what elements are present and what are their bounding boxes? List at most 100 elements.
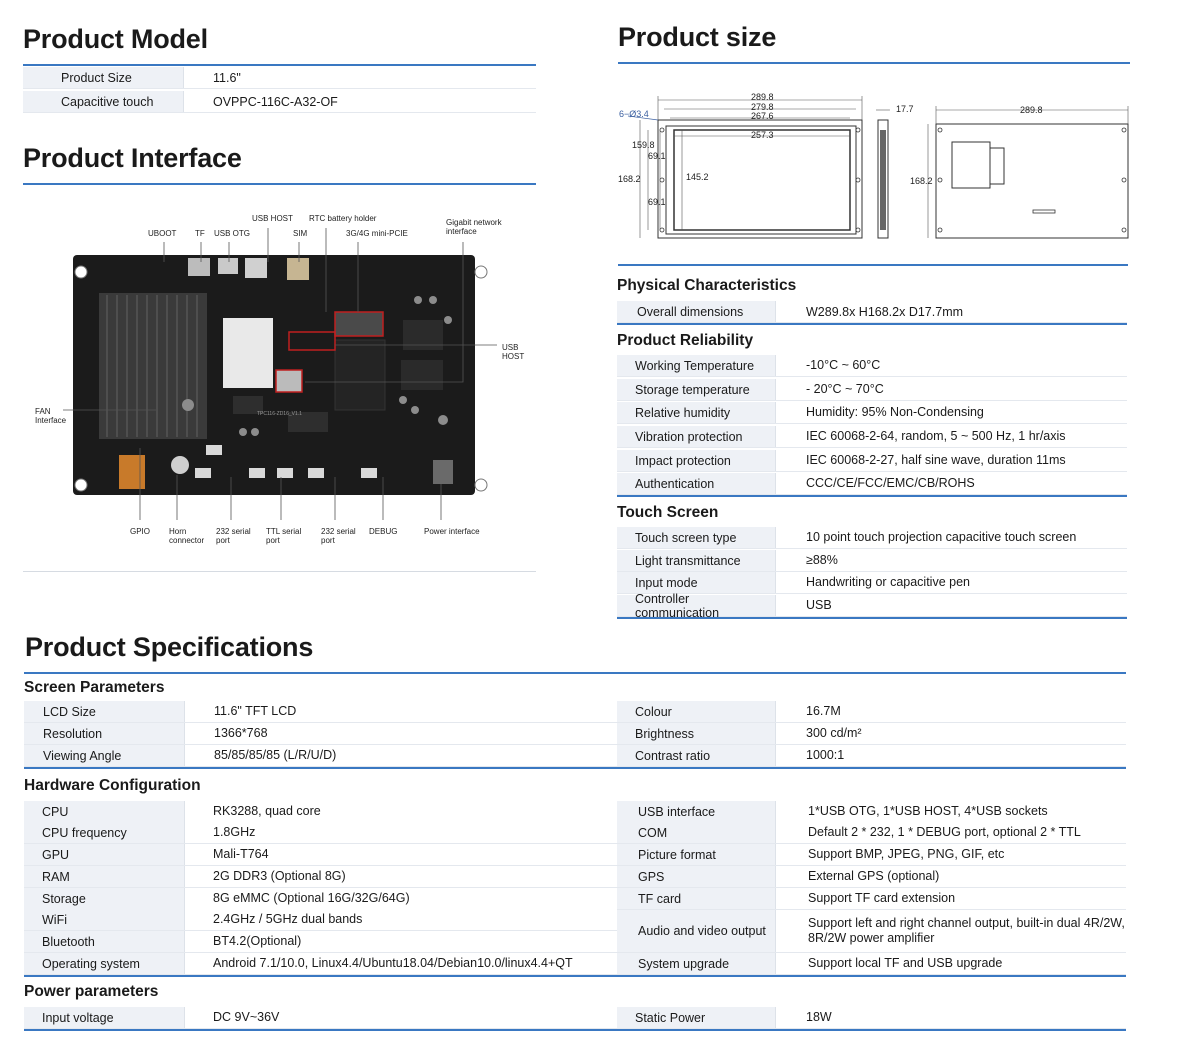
spec-key: Brightness (617, 723, 775, 744)
spec-key: Picture format (617, 844, 775, 865)
spec-value: Android 7.1/10.0, Linux4.4/Ubuntu18.04/D… (184, 953, 617, 974)
touch-rule (617, 617, 1127, 619)
dim-height-5: 69.1 (648, 197, 666, 207)
spec-value: 18W (775, 1007, 1126, 1028)
spec-value: 1000:1 (775, 745, 1126, 766)
dim-depth: 17.7 (896, 104, 914, 114)
physical-rule (617, 323, 1127, 325)
spec-value: IEC 60068-2-64, random, 5 ~ 500 Hz, 1 hr… (775, 426, 1127, 447)
hardware-title: Hardware Configuration (24, 777, 201, 794)
size-bottom-rule (618, 264, 1128, 266)
spec-value: 85/85/85/85 (L/R/U/D) (184, 745, 617, 766)
label-gpio: GPIO (130, 527, 151, 536)
dimension-drawing: 289.8 279.8 267.6 257.3 6−Ø3.4 159.8 69.… (618, 90, 1130, 250)
spec-key: Contrast ratio (617, 745, 775, 766)
hardware-rule (24, 975, 1126, 977)
spec-key: Working Temperature (617, 355, 775, 376)
label-horn: Horn connector (169, 527, 205, 545)
spec-value: Support local TF and USB upgrade (775, 953, 1126, 974)
dim-height-4: 145.2 (686, 172, 709, 182)
spec-key: Static Power (617, 1007, 775, 1028)
label-usb-otg: USB OTG (214, 229, 251, 238)
dimension-lines (627, 96, 1129, 239)
spec-value: W289.8x H168.2x D17.7mm (775, 301, 1127, 322)
spec-key: USB interface (617, 801, 775, 822)
spec-value: DC 9V~36V (184, 1007, 617, 1028)
spec-key: Authentication (617, 473, 775, 494)
spec-key: Audio and video output (617, 910, 775, 952)
label-uboot: UBOOT (148, 229, 177, 238)
dim-height-3: 168.2 (618, 174, 641, 184)
spec-value: BT4.2(Optional) (184, 931, 617, 952)
spec-key: TF card (617, 888, 775, 909)
label-sim: SIM (293, 229, 308, 238)
spec-key: Input voltage (24, 1007, 184, 1028)
physical-title: Physical Characteristics (617, 277, 797, 294)
spec-value: 1366*768 (184, 723, 617, 744)
dim-back-height: 168.2 (910, 176, 933, 186)
spec-key: Relative humidity (617, 402, 775, 423)
spec-key: Product Size (23, 67, 183, 88)
spec-value: 300 cd/m² (775, 723, 1126, 744)
spec-value: 2G DDR3 (Optional 8G) (184, 866, 617, 887)
spec-key: Bluetooth (24, 931, 184, 952)
label-232-a: 232 serial port (216, 527, 251, 545)
spec-value: Default 2 * 232, 1 * DEBUG port, optiona… (775, 822, 1126, 843)
dim-back-width: 289.8 (1020, 105, 1043, 115)
spec-value: OVPPC-116C-A32-OF (183, 91, 536, 112)
spec-row: Working Temperature-10°C ~ 60°C (617, 355, 1127, 377)
spec-key: Overall dimensions (617, 301, 775, 322)
label-tf: TF (195, 229, 205, 238)
spec-key: Controller communication (617, 592, 775, 620)
product-size-title: Product size (618, 22, 777, 52)
dim-holes: 6−Ø3.4 (619, 109, 649, 119)
specs-title: Product Specifications (25, 632, 314, 662)
product-model-title: Product Model (23, 24, 208, 54)
spec-key: Input mode (617, 572, 775, 593)
dim-width-4: 257.3 (751, 130, 774, 140)
reliability-title: Product Reliability (617, 332, 754, 349)
spec-value: 1.8GHz (184, 822, 617, 843)
product-interface-bottom-rule (23, 571, 536, 572)
spec-key: COM (617, 822, 775, 843)
label-rtc: RTC battery holder (309, 214, 377, 223)
label-fan: FAN Interface (35, 407, 67, 425)
label-gigabit: Gigabit network interface (446, 218, 502, 236)
product-model-row: Capacitive touch OVPPC-116C-A32-OF (23, 91, 536, 113)
product-size-rule (618, 62, 1130, 64)
label-power: Power interface (424, 527, 480, 536)
spec-key: Storage temperature (617, 379, 775, 400)
label-pcie: 3G/4G mini-PCIE (346, 229, 408, 238)
spec-key: LCD Size (24, 701, 184, 722)
label-usb-host-top: USB HOST (252, 214, 293, 223)
physical-row: Overall dimensions W289.8x H168.2x D17.7… (617, 301, 1127, 323)
spec-key: Operating system (24, 953, 184, 974)
spec-key: Touch screen type (617, 527, 775, 548)
spec-key: CPU (24, 801, 184, 822)
spec-value: 16.7M (775, 701, 1126, 722)
spec-key: RAM (24, 866, 184, 887)
spec-value: - 20°C ~ 70°C (775, 379, 1127, 400)
spec-key: CPU frequency (24, 822, 184, 843)
dim-width-2: 279.8 (751, 102, 774, 112)
